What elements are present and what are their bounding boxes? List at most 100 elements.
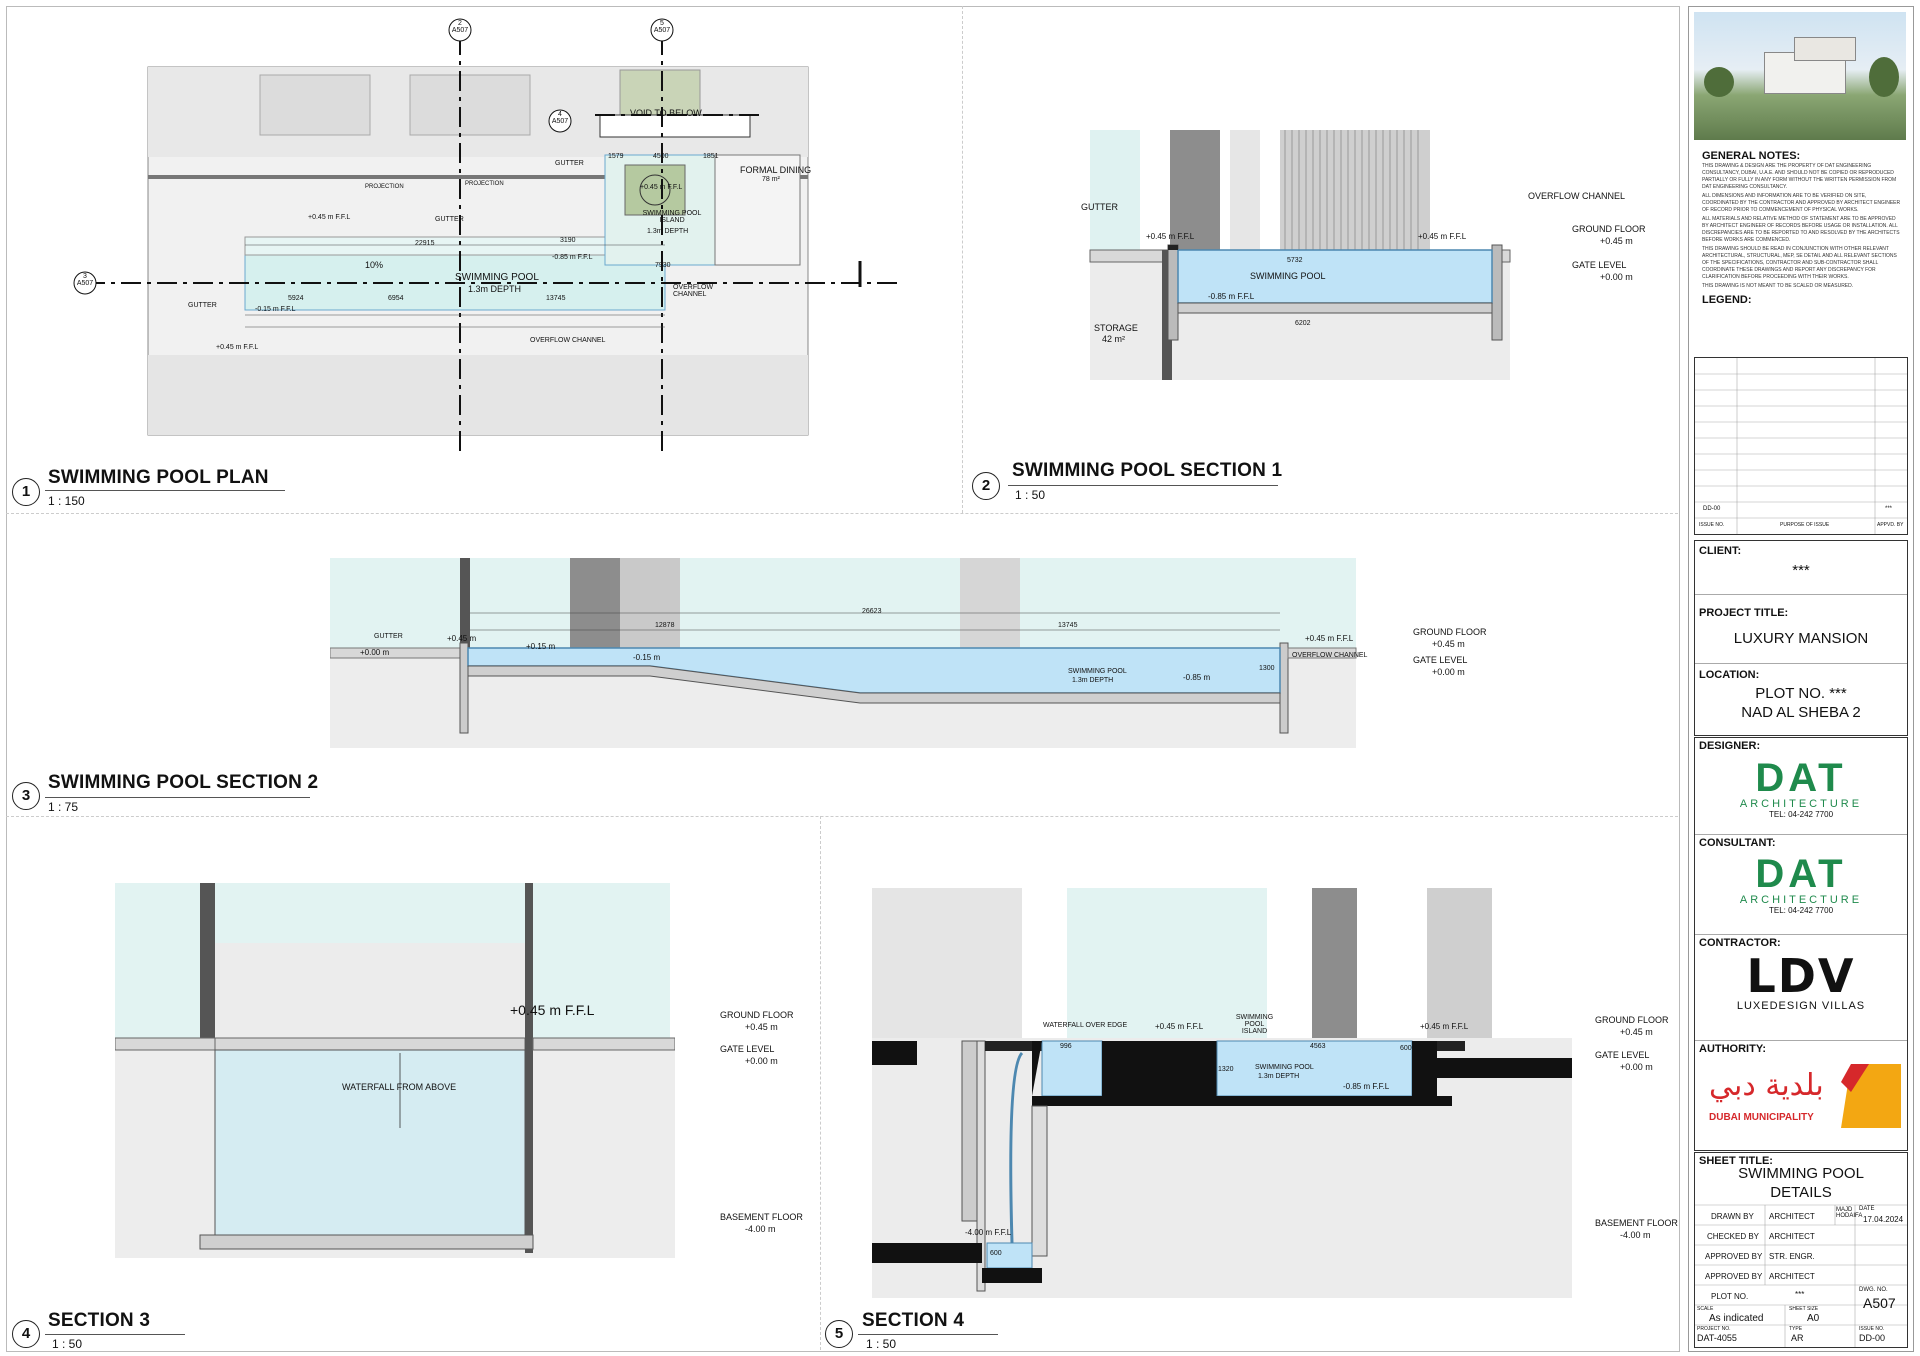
general-notes-title: GENERAL NOTES:: [1702, 150, 1801, 162]
authority-label: AUTHORITY:: [1699, 1043, 1767, 1055]
plan-dim-4500: 4500: [653, 153, 669, 160]
s4-pool-label: SWIMMING POOL: [1255, 1064, 1314, 1071]
s1-overflow-label: OVERFLOW CHANNEL: [1528, 191, 1626, 201]
project-no-value: DAT-4055: [1697, 1333, 1737, 1343]
s4-pool-depth: 1.3m DEPTH: [1258, 1073, 1300, 1080]
contractor-label: CONTRACTOR:: [1699, 937, 1781, 949]
approved-by-2-label: APPROVED BY: [1705, 1272, 1763, 1281]
plan-gutter-label: GUTTER: [435, 216, 464, 223]
viewport-title: SWIMMING POOL SECTION 1: [1012, 460, 1283, 481]
designer-dat-sub: ARCHITECTURE: [1739, 798, 1863, 810]
plan-level-045: +0.45 m F.F.L: [308, 214, 351, 221]
general-note-3: ALL MATERIALS AND RELATIVE METHOD OF STA…: [1702, 216, 1900, 243]
ldv-name: LUXEDESIGN VILLAS: [1736, 1000, 1866, 1012]
s1-ground-floor-label: GROUND FLOOR: [1572, 224, 1646, 234]
consultant-dat-logo: DAT ARCHITECTURE TEL: 04-242 7700: [1695, 854, 1907, 915]
sheet-title-line2: DETAILS: [1770, 1184, 1832, 1201]
designer-label: DESIGNER:: [1699, 740, 1761, 752]
plan-level-085: -0.85 m F.F.L: [552, 254, 593, 261]
section3-drawing: [115, 883, 675, 1258]
viewport-title-underline: [45, 797, 310, 798]
sheet-title-line1: SWIMMING POOL: [1738, 1165, 1864, 1182]
section4-drawing: [872, 888, 1572, 1298]
consultant-dat-name: DAT: [1755, 852, 1847, 896]
viewport-divider: [820, 816, 821, 1350]
designer-dat-tel: TEL: 04-242 7700: [1768, 810, 1834, 819]
scale-label: SCALE: [1697, 1306, 1714, 1312]
plan-void-label: VOID TO BELOW: [630, 108, 702, 118]
viewport-divider: [6, 513, 1678, 514]
project-title-label: PROJECT TITLE:: [1699, 607, 1789, 619]
viewport-scale: 1 : 150: [48, 494, 85, 508]
dwg-no-value: A507: [1863, 1295, 1896, 1311]
sheet-size-value: A0: [1807, 1313, 1820, 1324]
plan-dim-22915: 22915: [415, 240, 435, 247]
consultant-label: CONSULTANT:: [1699, 837, 1776, 849]
plan-dim-3190: 3190: [560, 237, 576, 244]
consultant-dat-tel: TEL: 04-242 7700: [1768, 906, 1834, 915]
viewport-number: 2: [972, 472, 1000, 500]
viewport-title: SWIMMING POOL SECTION 2: [48, 772, 319, 793]
viewport-title-underline: [858, 1334, 998, 1335]
plan-dim-5924: 5924: [288, 295, 304, 302]
plan-overflow-label: OVERFLOW CHANNEL: [530, 337, 606, 344]
s1-storage-area: 42 m²: [1102, 334, 1126, 344]
viewport-title-underline: [1008, 485, 1278, 486]
issue-table: DD-00 *** ISSUE NO. PURPOSE OF ISSUE APP…: [1694, 357, 1908, 535]
s2-gate-level-label: GATE LEVEL: [1413, 655, 1468, 665]
s2-pool-label: SWIMMING POOL: [1068, 668, 1127, 675]
date-value: 17.04.2024: [1863, 1215, 1904, 1224]
general-note-2: ALL DIMENSIONS AND INFORMATION ARE TO BE…: [1702, 193, 1901, 213]
s4-dim-d: 600: [1400, 1045, 1412, 1052]
s3-basement-label: BASEMENT FLOOR: [720, 1212, 803, 1222]
s4-level-pool: -0.85 m F.F.L: [1343, 1082, 1390, 1091]
dwg-no-label: DWG. NO.: [1859, 1287, 1888, 1293]
s1-gutter-label: GUTTER: [1081, 202, 1118, 212]
plan-projection-label-2: PROJECTION: [465, 181, 504, 187]
viewport-divider: [6, 816, 1678, 817]
checked-by-role: ARCHITECT: [1769, 1232, 1815, 1241]
plan-projection-label: PROJECTION: [365, 184, 404, 190]
viewport-scale: 1 : 50: [866, 1337, 897, 1351]
s4-gate-level-label: GATE LEVEL: [1595, 1050, 1650, 1060]
approved-by-1-role: STR. ENGR.: [1769, 1252, 1815, 1261]
dm-english-text: DUBAI MUNICIPALITY: [1709, 1112, 1814, 1123]
s2-dim-total: 26623: [862, 608, 882, 615]
viewport-number: 3: [12, 782, 40, 810]
project-no-label: PROJECT NO.: [1697, 1326, 1731, 1332]
drawn-by-label: DRAWN BY: [1711, 1212, 1754, 1221]
general-note-5: THIS DRAWING IS NOT MEANT TO BE SCALED O…: [1702, 283, 1854, 289]
drawn-by-name: MAJD HODAIFA: [1836, 1207, 1863, 1219]
legend-label: LEGEND:: [1702, 294, 1752, 306]
s1-dim-top: 5732: [1287, 257, 1303, 264]
date-label: DATE: [1859, 1206, 1875, 1212]
s2-level-000: +0.00 m: [360, 648, 390, 657]
plan-dim-6954: 6954: [388, 295, 404, 302]
s2-level-015b: -0.15 m: [633, 653, 661, 662]
s3-level-label: +0.45 m F.F.L: [510, 1002, 595, 1018]
s4-island-label: SWIMMING POOL ISLAND: [1235, 1014, 1274, 1035]
s2-pool-depth: 1.3m DEPTH: [1072, 677, 1114, 684]
s1-dim-bottom: 6202: [1295, 320, 1311, 327]
issue-header-no: ISSUE NO.: [1699, 522, 1725, 528]
plot-no-value: ***: [1795, 1290, 1805, 1299]
s3-basement-value: -4.00 m: [745, 1224, 776, 1234]
plot-no-label: PLOT NO.: [1711, 1292, 1749, 1301]
designer-dat-name: DAT: [1755, 756, 1847, 800]
viewport-title: SWIMMING POOL PLAN: [48, 467, 269, 488]
section2-drawing: [330, 558, 1357, 748]
s2-gutter-label: GUTTER: [374, 633, 403, 640]
plan-dim-13745: 13745: [546, 295, 566, 302]
issue-header-by: APPVD. BY: [1877, 522, 1904, 528]
issue-header-purpose: PURPOSE OF ISSUE: [1780, 522, 1830, 528]
plan-level-045-b: +0.45 m F.F.L: [216, 344, 259, 351]
s3-ground-floor-value: +0.45 m: [745, 1022, 778, 1032]
location-value-1: PLOT NO. ***: [1755, 685, 1847, 702]
plan-pool-depth: 1.3m DEPTH: [468, 284, 522, 294]
viewport-title-underline: [45, 490, 285, 491]
s1-storage-label: STORAGE: [1094, 323, 1138, 333]
s1-level-bottom: -0.85 m F.F.L: [1208, 292, 1255, 301]
s2-ground-floor-label: GROUND FLOOR: [1413, 627, 1487, 637]
